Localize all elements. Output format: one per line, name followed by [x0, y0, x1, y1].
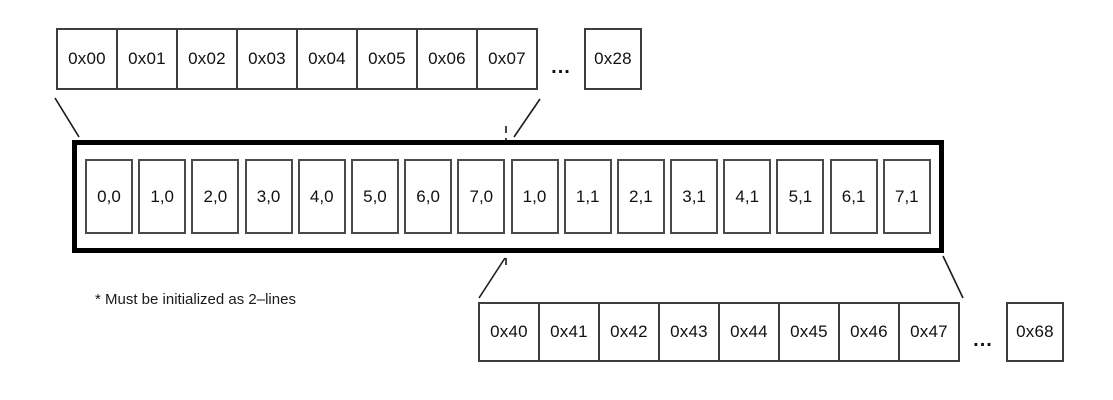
address-cell-last: 0x68	[1006, 302, 1064, 362]
address-cell: 0x01	[116, 28, 178, 90]
address-cell: 0x40	[478, 302, 540, 362]
address-cell: 0x02	[176, 28, 238, 90]
buffer-cell: 5,1	[776, 159, 825, 234]
buffer-cell: 1,0	[138, 159, 187, 234]
buffer-cell: 3,0	[244, 159, 293, 234]
buffer-cell: 7,1	[882, 159, 931, 234]
buffer-cell: 2,0	[191, 159, 240, 234]
buffer-cell: 6,1	[829, 159, 878, 234]
address-cell: 0x43	[658, 302, 720, 362]
connector-line-top-right	[513, 98, 541, 138]
buffer-cell: 3,1	[670, 159, 719, 234]
top-ellipsis: ...	[551, 55, 571, 78]
footnote: * Must be initialized as 2–lines	[95, 291, 296, 308]
buffer-cell: 2,1	[616, 159, 665, 234]
buffer-cell: 4,0	[297, 159, 346, 234]
buffer-cell: 7,0	[457, 159, 506, 234]
address-cell: 0x00	[56, 28, 118, 90]
address-cell: 0x06	[416, 28, 478, 90]
address-cell: 0x42	[598, 302, 660, 362]
buffer-cell: 0,0	[85, 159, 133, 234]
buffer-cell: 6,0	[404, 159, 453, 234]
buffer-cell: 4,1	[723, 159, 772, 234]
bottom-ellipsis: ...	[973, 328, 993, 351]
address-cell: 0x04	[296, 28, 358, 90]
address-cell: 0x07	[476, 28, 538, 90]
buffer-cell: 1,0	[510, 159, 559, 234]
buffer-cell: 1,1	[563, 159, 612, 234]
connector-line-bottom-left	[478, 257, 506, 299]
address-cell: 0x47	[898, 302, 960, 362]
buffer-cell: 5,0	[350, 159, 399, 234]
address-cell: 0x05	[356, 28, 418, 90]
address-cell: 0x44	[718, 302, 780, 362]
connector-line-top-left	[54, 97, 80, 138]
address-cell: 0x46	[838, 302, 900, 362]
address-cell-last: 0x28	[584, 28, 642, 90]
connector-line-bottom-right	[942, 255, 964, 299]
address-cell: 0x41	[538, 302, 600, 362]
address-cell: 0x45	[778, 302, 840, 362]
address-cell: 0x03	[236, 28, 298, 90]
